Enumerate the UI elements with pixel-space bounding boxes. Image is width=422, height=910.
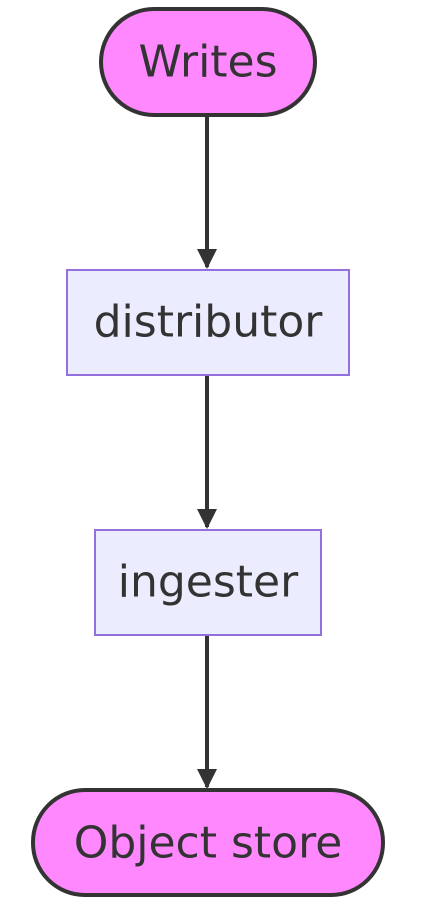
node-ingester-label: ingester: [118, 557, 299, 608]
node-object-store: Object store: [31, 788, 385, 897]
node-distributor: distributor: [66, 269, 350, 376]
node-writes-shape: [99, 7, 317, 117]
node-writes-label: Writes: [138, 37, 277, 88]
node-distributor-label: distributor: [94, 297, 324, 348]
node-ingester: ingester: [94, 529, 322, 636]
node-writes: Writes: [99, 7, 317, 117]
node-object-store-label: Object store: [74, 818, 343, 869]
node-ingester-shape: [94, 529, 322, 636]
node-distributor-shape: [66, 269, 350, 376]
node-object-store-shape: [31, 788, 385, 897]
